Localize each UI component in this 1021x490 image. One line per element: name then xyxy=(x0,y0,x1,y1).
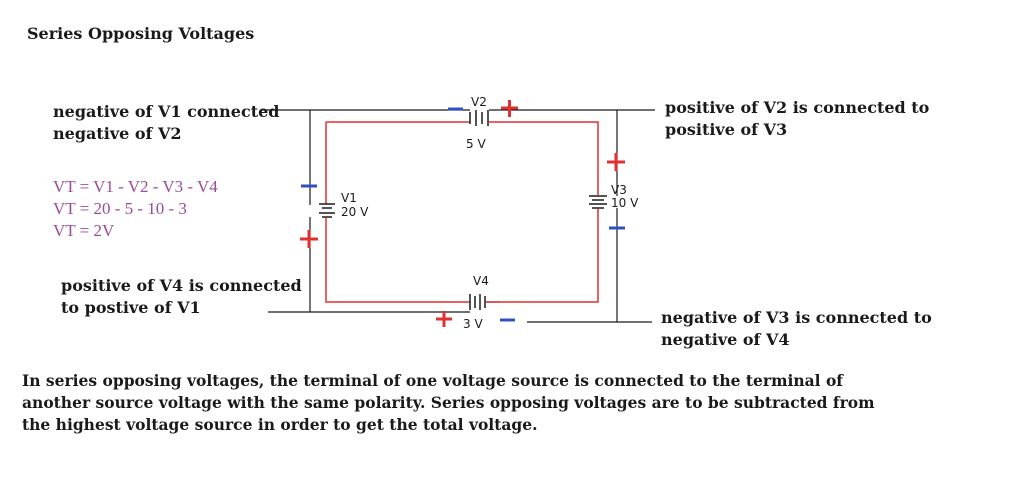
circuit-wires xyxy=(262,109,655,323)
battery-v3: V3 10 V xyxy=(589,183,639,210)
description-line: the highest voltage source in order to g… xyxy=(22,415,538,434)
note-v1-v2-line2: negative of V2 xyxy=(53,124,182,143)
source-value: 20 V xyxy=(341,205,369,219)
source-name: V4 xyxy=(473,274,489,288)
polarity-markers xyxy=(300,100,625,327)
equation-line: VT = V1 - V2 - V3 - V4 xyxy=(53,177,218,196)
note-v2-v3-line2: positive of V3 xyxy=(665,120,787,139)
note-v1-v2-line1: negative of V1 connected xyxy=(53,102,279,121)
description-line: In series opposing voltages, the termina… xyxy=(22,371,844,390)
note-v3-v4-line2: negative of V4 xyxy=(661,330,790,349)
source-name: V2 xyxy=(471,95,487,109)
current-loop xyxy=(325,121,599,303)
page-title: Series Opposing Voltages xyxy=(27,24,254,43)
battery-v2: V2 5 V xyxy=(466,95,489,151)
note-v2-v3-line1: positive of V2 is connected to xyxy=(665,98,930,117)
note-v3-v4-line1: negative of V3 is connected to xyxy=(661,308,932,327)
battery-v4: V4 3 V xyxy=(463,274,489,331)
note-v4-v1-line1: positive of V4 is connected xyxy=(61,276,302,295)
source-name: V3 xyxy=(611,183,627,197)
source-value: 10 V xyxy=(611,196,639,210)
source-value: 3 V xyxy=(463,317,483,331)
source-value: 5 V xyxy=(466,137,486,151)
source-name: V1 xyxy=(341,191,357,205)
description-line: another source voltage with the same pol… xyxy=(22,393,875,412)
equation-line: VT = 20 - 5 - 10 - 3 xyxy=(53,199,187,218)
note-v4-v1-line2: to postive of V1 xyxy=(61,298,201,317)
equation-line: VT = 2V xyxy=(53,221,115,240)
battery-v1: V1 20 V xyxy=(319,191,369,219)
